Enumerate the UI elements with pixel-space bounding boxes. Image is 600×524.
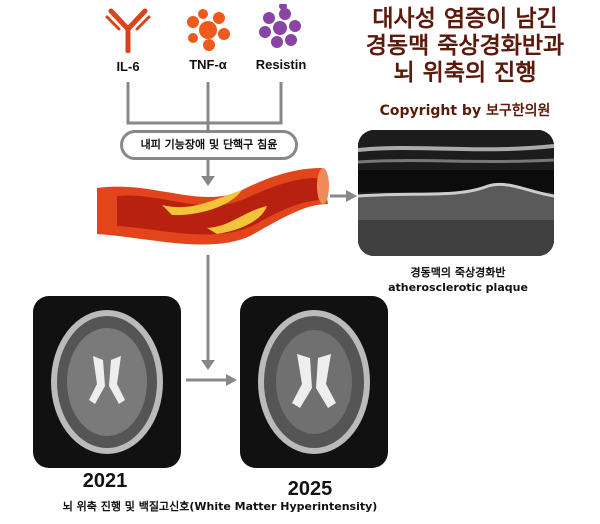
brain-caption: 뇌 위축 진행 및 백질고신호(White Matter Hyperintens… bbox=[62, 500, 378, 513]
brain-mri-2025 bbox=[240, 296, 388, 468]
brain-mri-2021 bbox=[33, 296, 181, 468]
year-label-2025: 2025 bbox=[287, 478, 333, 500]
process-label: 내피 기능장애 및 단핵구 침윤 bbox=[120, 130, 298, 160]
ultrasound-caption-en: atherosclerotic plaque bbox=[388, 281, 528, 294]
title-line-1: 대사성 염증이 남긴 bbox=[372, 6, 558, 32]
title-line-2: 경동맥 죽상경화반과 bbox=[365, 33, 565, 59]
artery-plaque-illustration bbox=[97, 168, 329, 245]
copyright: Copyright by 보구한의원 bbox=[379, 103, 551, 119]
year-label-2021: 2021 bbox=[82, 470, 128, 492]
ultrasound-caption-ko: 경동맥의 죽상경화반 bbox=[410, 266, 506, 279]
cytokine-label-resistin: Resistin bbox=[255, 57, 307, 72]
cytokine-label-tnf-alpha: TNF-α bbox=[189, 57, 227, 72]
tnf-alpha-molecule-icon bbox=[187, 9, 230, 51]
antibody-icon bbox=[105, 8, 151, 53]
title-line-3: 뇌 위축의 진행 bbox=[393, 60, 537, 86]
resistin-molecule-icon bbox=[259, 4, 301, 48]
page-title: 대사성 염증이 남긴 경동맥 죽상경화반과 뇌 위축의 진행 bbox=[345, 6, 585, 87]
cytokine-label-il6: IL-6 bbox=[116, 59, 140, 74]
carotid-ultrasound-image bbox=[358, 130, 554, 256]
